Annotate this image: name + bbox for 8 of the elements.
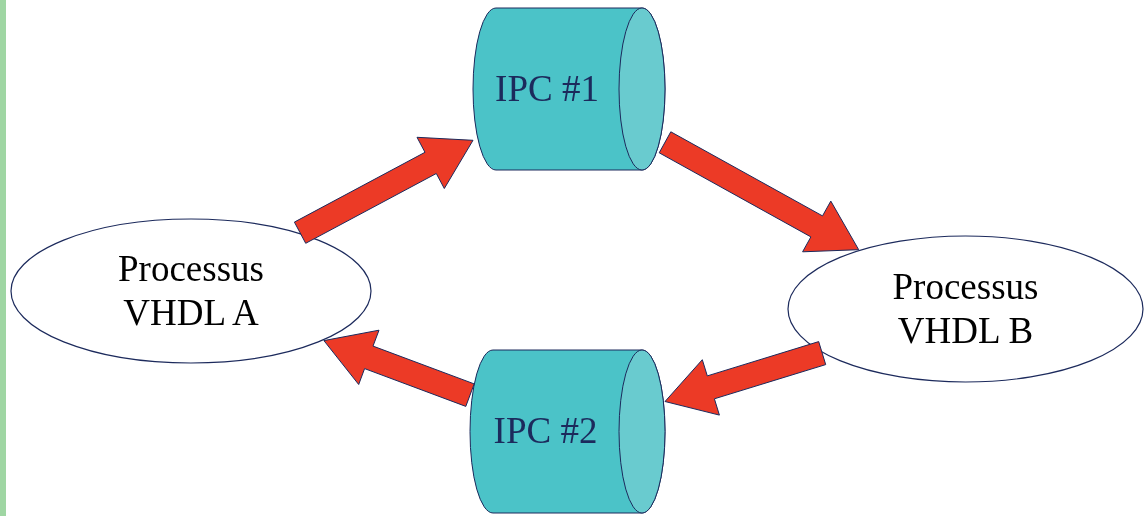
arrow [293,136,474,244]
node-label: IPC #2 [493,409,599,454]
arrow [323,329,475,407]
node-label: Processus VHDL A [117,246,265,335]
node-label: IPC #1 [495,66,600,111]
arrow [664,341,827,416]
node-label: Processus VHDL B [891,264,1040,353]
arrow [658,131,860,253]
